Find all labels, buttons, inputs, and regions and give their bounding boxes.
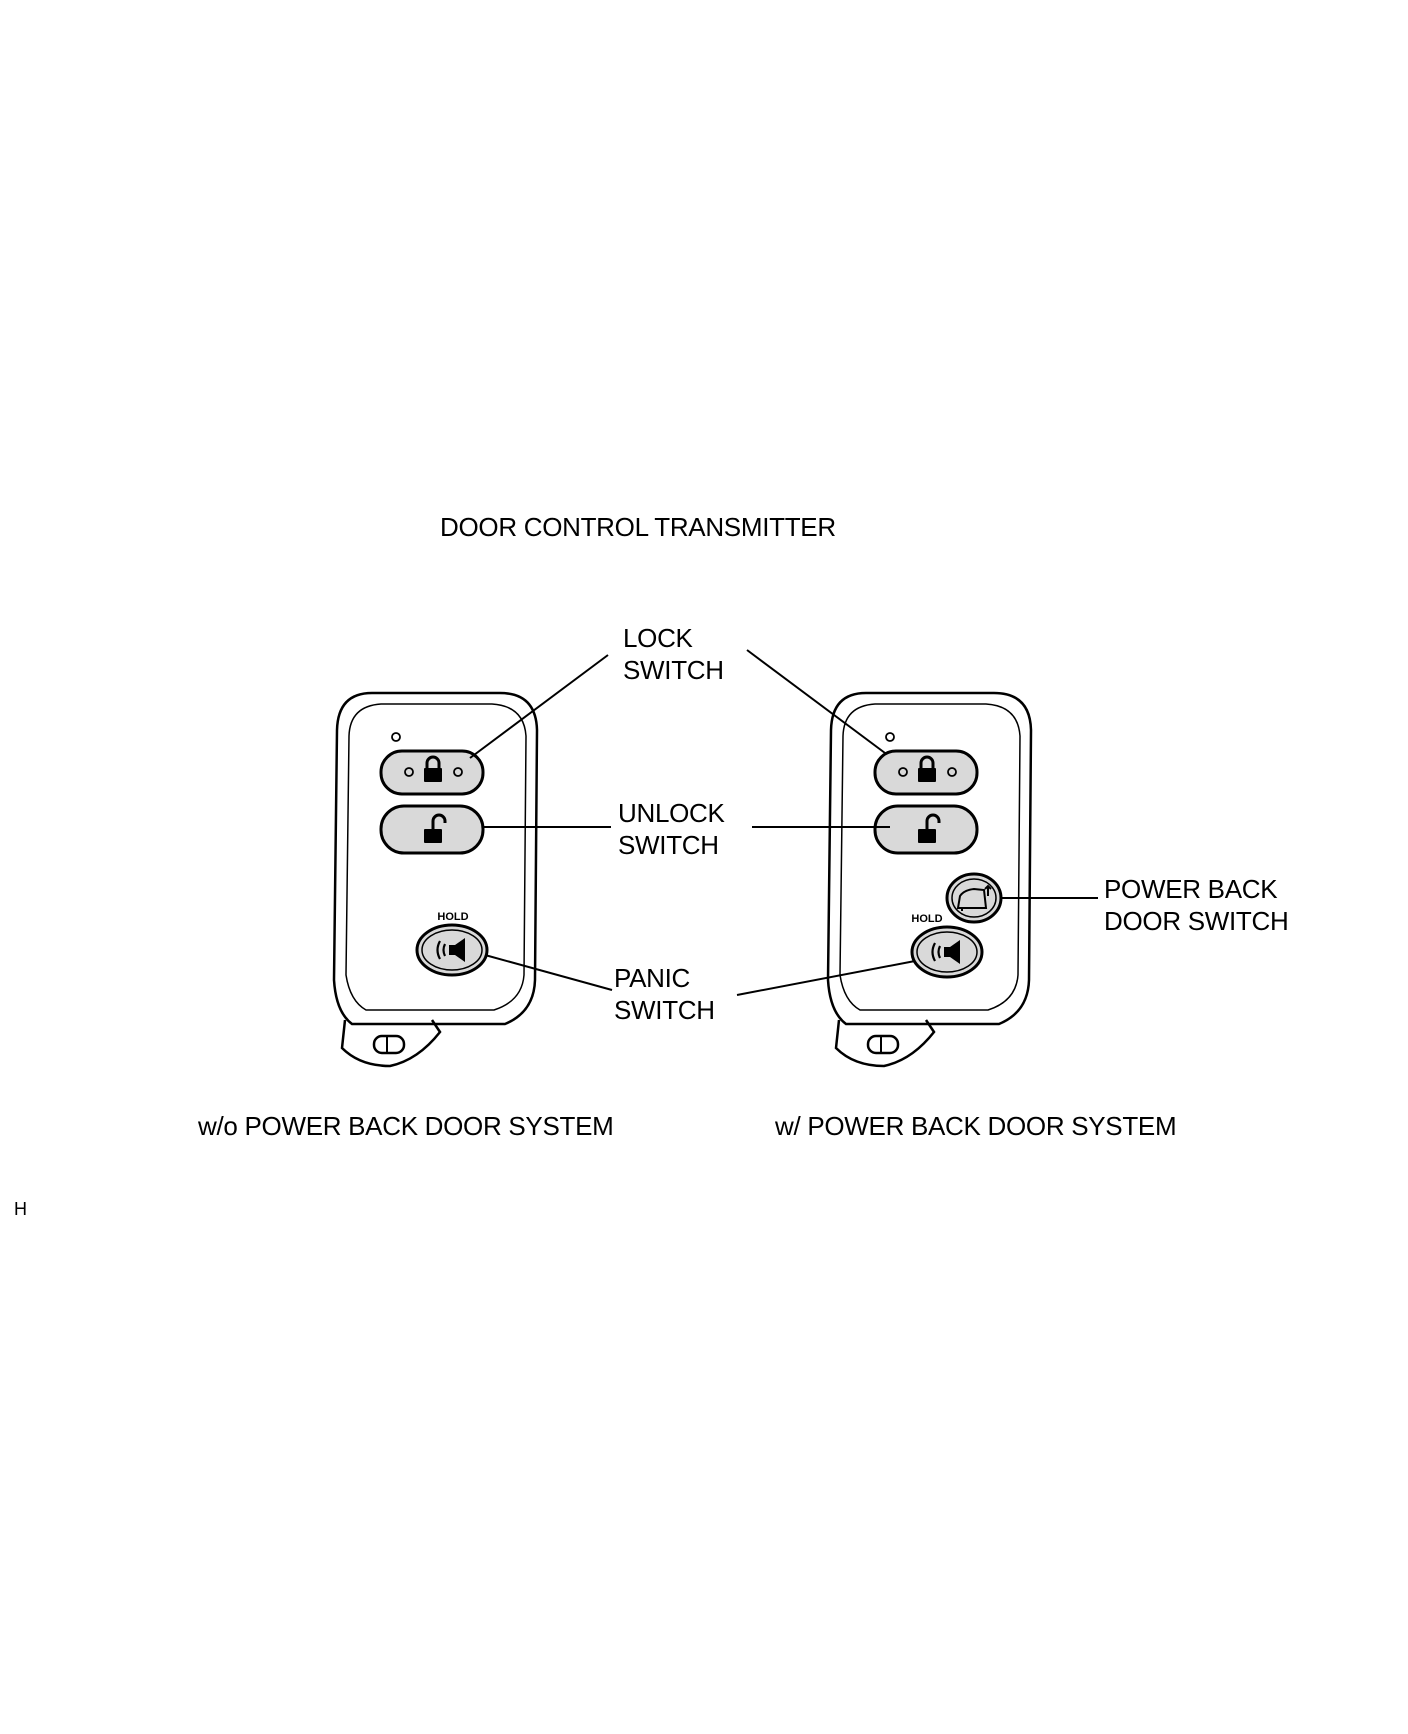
right-key-fob: HOLD <box>826 691 1033 1068</box>
leader-panic-left <box>484 954 613 991</box>
leader-lines <box>469 649 1098 996</box>
left-fob-body <box>332 691 539 1026</box>
left-hold-label: HOLD <box>437 911 468 923</box>
lock-switch-callout: LOCK SWITCH <box>623 623 724 685</box>
vehicle-back-door-icon <box>956 884 992 911</box>
right-key-blade <box>834 1019 936 1068</box>
left-key-blade <box>340 1019 442 1068</box>
leader-panic-right <box>736 960 916 996</box>
leader-lock-left <box>469 654 609 759</box>
left-indicator-led <box>391 732 401 742</box>
right-unlock-button[interactable] <box>873 804 979 855</box>
left-lock-button[interactable] <box>379 749 485 796</box>
right-fob-body <box>826 691 1033 1026</box>
leader-lock-right <box>746 649 886 754</box>
caption-without-power-back-door: w/o POWER BACK DOOR SYSTEM <box>198 1111 614 1141</box>
corner-mark: H <box>14 1199 27 1219</box>
left-panic-button[interactable] <box>415 923 489 977</box>
power-back-door-switch-callout: POWER BACK DOOR SWITCH <box>1104 874 1289 936</box>
right-hold-label: HOLD <box>911 913 942 925</box>
caption-with-power-back-door: w/ POWER BACK DOOR SYSTEM <box>775 1111 1177 1141</box>
power-back-door-button[interactable] <box>945 872 1003 924</box>
left-unlock-button[interactable] <box>379 804 485 855</box>
diagram-title: DOOR CONTROL TRANSMITTER <box>440 512 836 542</box>
right-indicator-led <box>885 732 895 742</box>
left-key-fob: HOLD <box>332 691 539 1068</box>
panic-switch-callout: PANIC SWITCH <box>614 963 715 1025</box>
unlock-switch-callout: UNLOCK SWITCH <box>618 798 725 860</box>
right-panic-button[interactable] <box>910 925 984 979</box>
right-lock-button[interactable] <box>873 749 979 796</box>
